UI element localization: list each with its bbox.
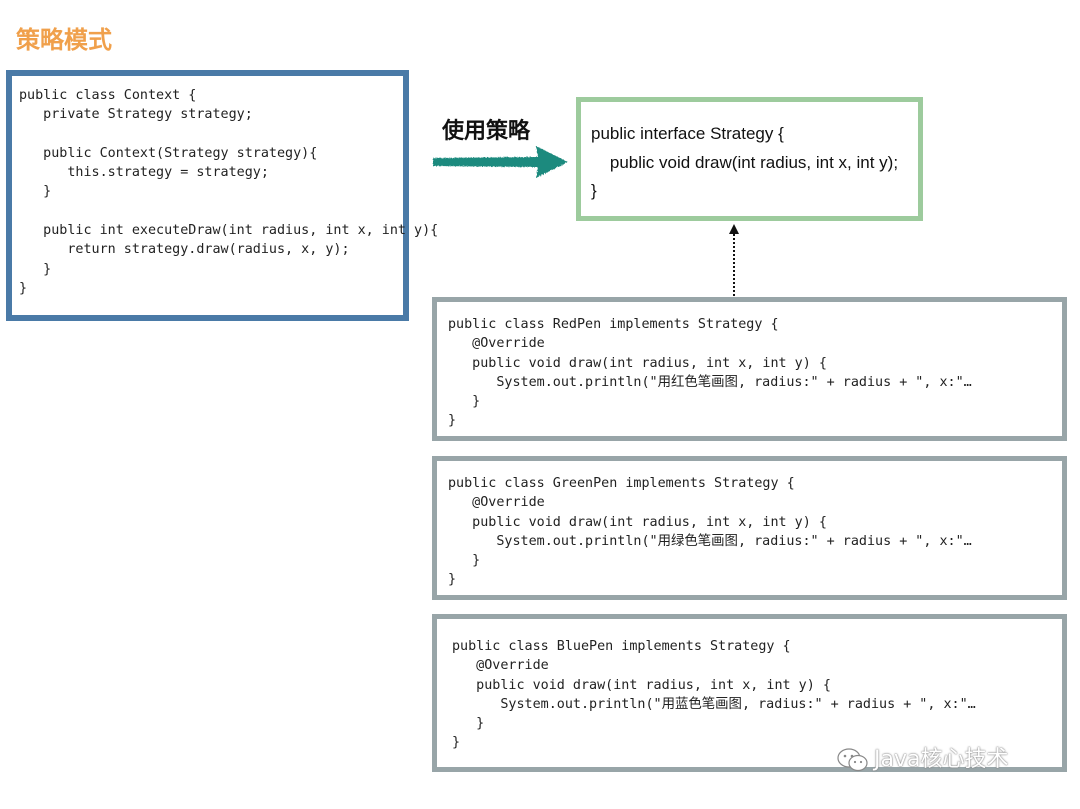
bluepen-class-code: public class BluePen implements Strategy… [452,639,976,751]
watermark-text: Java核心技术 [874,747,1009,772]
diagram-title: 策略模式 [16,26,112,54]
strategy-interface-box: public interface Strategy { public void … [576,97,923,221]
greenpen-class-box: public class GreenPen implements Strateg… [432,456,1067,600]
use-strategy-label: 使用策略 [442,119,531,144]
redpen-class-code: public class RedPen implements Strategy … [448,317,972,429]
bluepen-class-box: public class BluePen implements Strategy… [432,614,1067,772]
watermark: Java核心技术 [836,745,1008,775]
strategy-interface-code: public interface Strategy { public void … [591,124,899,200]
implements-arrow-icon [729,224,739,296]
wechat-icon [837,748,868,772]
use-strategy-arrow-icon [433,146,568,178]
context-class-code: public class Context { private Strategy … [19,88,439,296]
context-class-box: public class Context { private Strategy … [6,70,438,321]
greenpen-class-code: public class GreenPen implements Strateg… [448,476,972,588]
redpen-class-box: public class RedPen implements Strategy … [432,297,1067,441]
